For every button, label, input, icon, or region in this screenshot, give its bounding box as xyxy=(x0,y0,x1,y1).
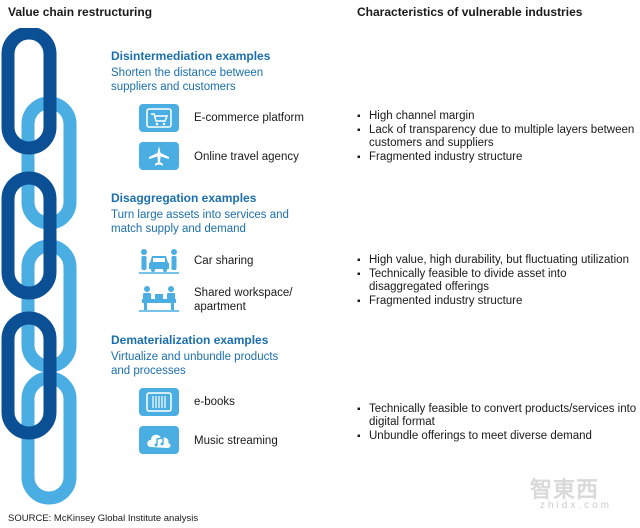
chain-link-dark-1 xyxy=(1,28,57,155)
example-label-ebooks: e-books xyxy=(194,396,235,408)
workspace-icon xyxy=(139,284,179,312)
example-label-music: Music streaming xyxy=(194,435,278,447)
characteristic-item: High channel margin xyxy=(357,110,640,123)
right-header: Characteristics of vulnerable industries xyxy=(357,5,583,19)
chain-link-dark-2 xyxy=(1,171,57,300)
section-subtitle-disaggregation: Turn large assets into services and matc… xyxy=(111,209,289,235)
characteristic-item: Technically feasible to divide asset int… xyxy=(357,268,640,294)
shopping-cart-icon xyxy=(139,104,179,132)
section-title-disintermediation: Disintermediation examples xyxy=(111,49,271,63)
source-note: SOURCE: McKinsey Global Institute analys… xyxy=(8,513,199,524)
characteristics-list-1: High channel margin Lack of transparency… xyxy=(357,110,640,165)
cloud-music-icon xyxy=(139,426,179,454)
characteristic-item: High value, high durability, but fluctua… xyxy=(357,254,640,267)
watermark-url: zhidx.com xyxy=(540,500,613,511)
example-label-travel: Online travel agency xyxy=(194,151,299,163)
example-label-workspace: Shared workspace/ apartment xyxy=(194,287,293,313)
ebook-icon xyxy=(139,388,179,416)
characteristic-item: Lack of transparency due to multiple lay… xyxy=(357,124,640,150)
section-title-disaggregation: Disaggregation examples xyxy=(111,191,257,205)
characteristic-item: Technically feasible to convert products… xyxy=(357,403,640,429)
car-sharing-icon xyxy=(139,246,179,274)
characteristic-item: Fragmented industry structure xyxy=(357,295,640,308)
example-label-car-sharing: Car sharing xyxy=(194,255,254,267)
section-title-dematerialization: Dematerialization examples xyxy=(111,333,269,347)
section-subtitle-dematerialization: Virtualize and unbundle products and pro… xyxy=(111,351,279,377)
watermark-logo: 智東西 xyxy=(530,477,600,502)
airplane-icon xyxy=(139,142,179,170)
characteristic-item: Unbundle offerings to meet diverse deman… xyxy=(357,430,640,443)
left-header: Value chain restructuring xyxy=(8,5,153,19)
chain-graphic xyxy=(1,28,77,505)
example-label-ecommerce: E-commerce platform xyxy=(194,112,304,124)
chain-link-dark-3 xyxy=(1,311,57,440)
characteristics-list-2: High value, high durability, but fluctua… xyxy=(357,254,640,309)
characteristics-list-3: Technically feasible to convert products… xyxy=(357,403,640,444)
characteristic-item: Fragmented industry structure xyxy=(357,151,640,164)
section-subtitle-disintermediation: Shorten the distance between suppliers a… xyxy=(111,67,264,93)
